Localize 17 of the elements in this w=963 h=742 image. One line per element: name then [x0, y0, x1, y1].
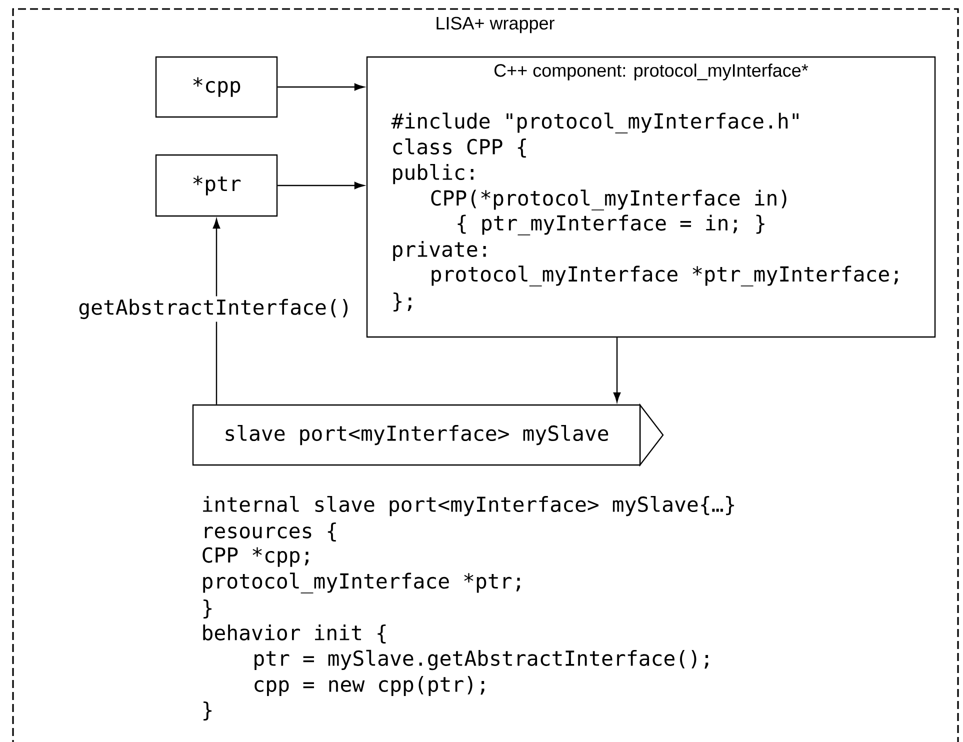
variable-box: *ptr	[155, 154, 278, 217]
code-line: ptr = mySlave.getAbstractInterface();	[254, 650, 708, 670]
code-line: resources {	[204, 522, 336, 542]
code-line: }	[204, 701, 212, 721]
arrow	[212, 218, 220, 404]
code-line: }	[204, 599, 212, 619]
arrow	[278, 83, 364, 91]
variable-box: *cpp	[155, 56, 278, 118]
code-line: cpp = new cpp(ptr);	[254, 676, 484, 696]
arrow	[613, 338, 621, 402]
edge-label: getAbstractInterface()	[75, 296, 355, 322]
code-line: protocol_myInterface *ptr;	[203, 572, 520, 594]
arrow	[278, 182, 364, 190]
code-line: internal slave port<myInterface> mySlave{…}	[203, 496, 734, 516]
code-line: behavior init {	[203, 624, 386, 644]
code-line: CPP *cpp;	[202, 547, 308, 567]
component-box: C++ component: protocol_myInterface* #include "protocol_myInterface.h" class CPP { public: CPP(*protocol_myInterface in) { ptr_myInterface = in; } private: protocol_myInterface *ptr_myInterface; };	[366, 56, 936, 338]
